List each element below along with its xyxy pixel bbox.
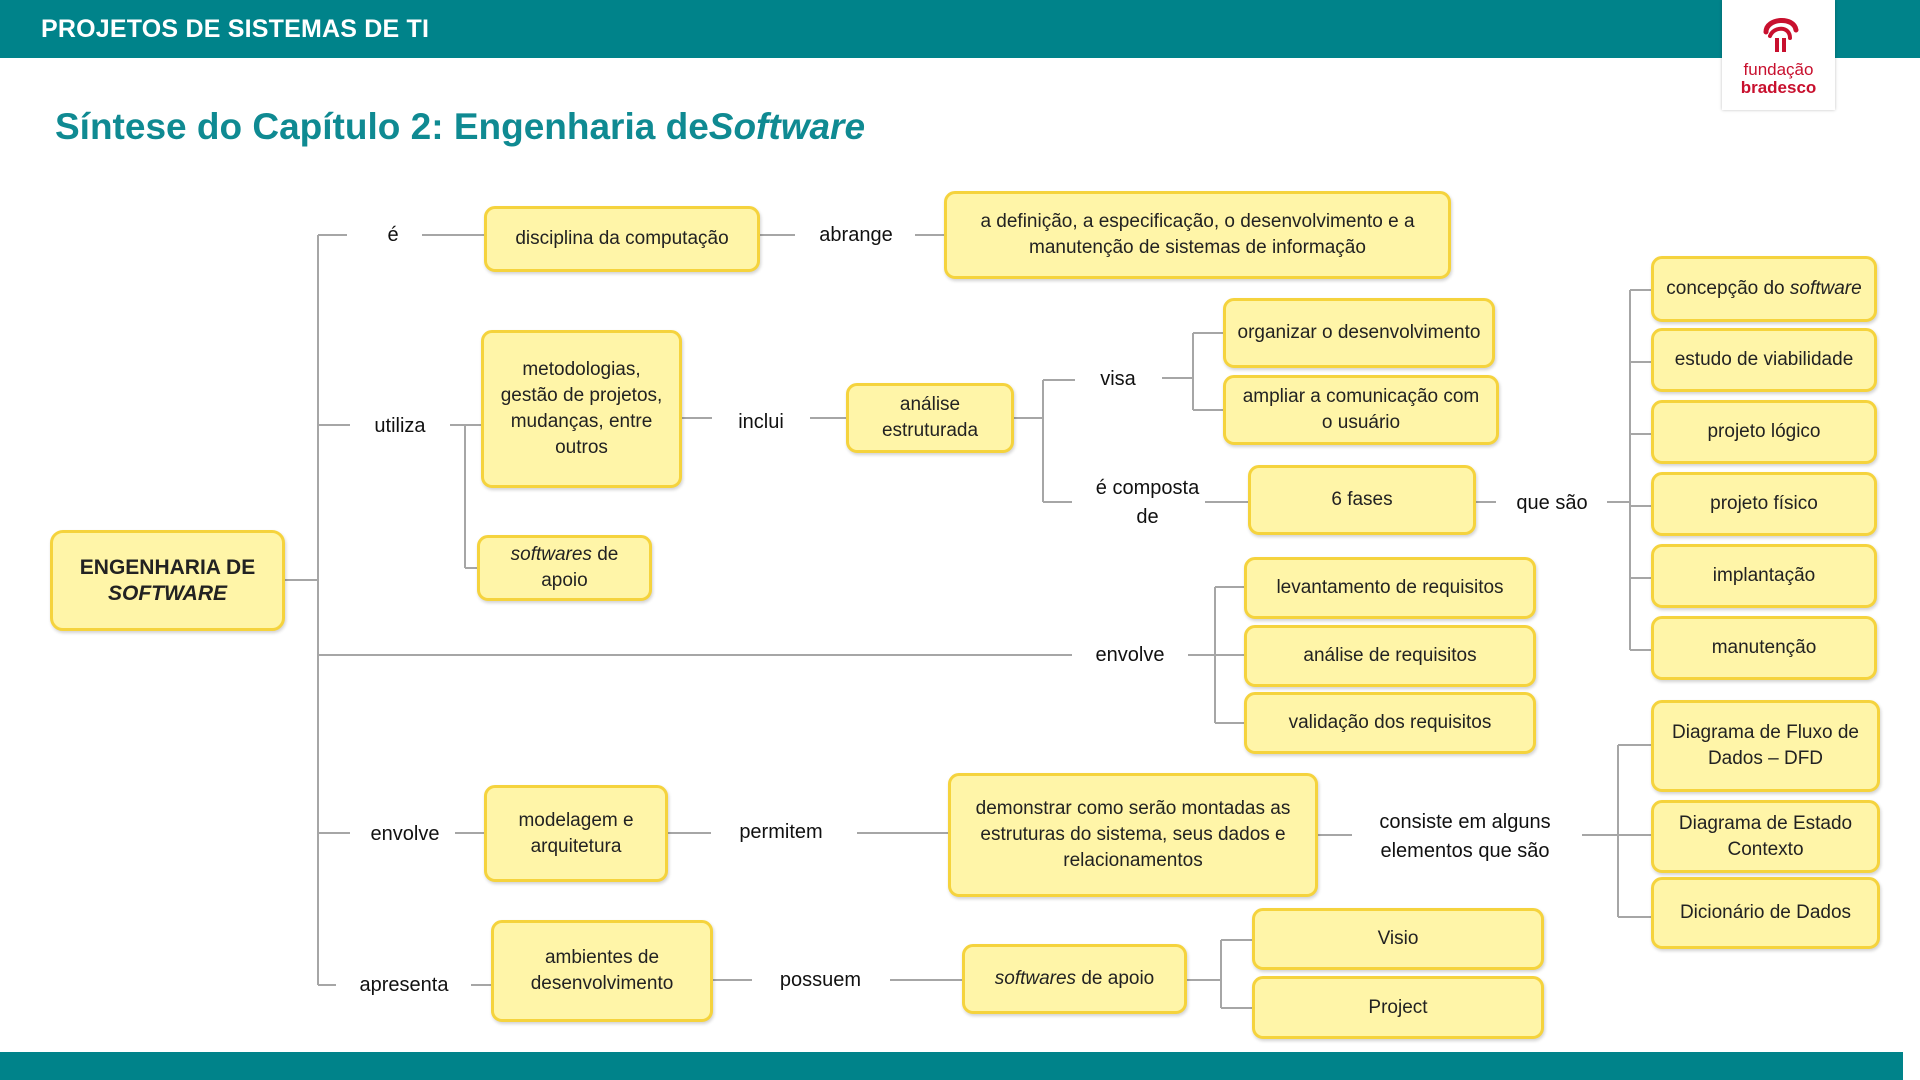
phase-1-text: concepção do (1666, 278, 1790, 299)
box-softwares-apoio-1-line-2: apoio (541, 570, 588, 591)
phase-implantacao: implantação (1651, 544, 1877, 608)
label-e-composta-line-2: de (1136, 506, 1159, 528)
box-dicionario-de-dados: Dicionário de Dados (1651, 877, 1880, 949)
root-line-1: ENGENHARIA DE (79, 555, 256, 579)
phase-1-em: software (1789, 278, 1862, 299)
phase-concepcao-do-software: concepção do software (1651, 256, 1877, 322)
header-band: PROJETOS DE SISTEMAS DE TI (0, 0, 1920, 58)
label-e-composta-de: é composta de (1076, 474, 1219, 532)
box-metodologias-line-4: outros (555, 437, 608, 458)
box-metodologias-line-2: gestão de projetos, (500, 385, 663, 406)
box-analise-line-1: análise (899, 394, 961, 415)
bradesco-tree-icon (1763, 18, 1799, 52)
page-title-emphasis: Software (708, 106, 866, 147)
label-e: é (387, 224, 399, 246)
label-possuem: possuem (779, 969, 862, 991)
box-dfd-line-2: Dados – DFD (1707, 748, 1824, 769)
footer-band (0, 1052, 1903, 1080)
logo-text-fundacao: fundação (1743, 60, 1814, 79)
box-softwares-apoio-1-em: softwares (510, 544, 592, 565)
box-project: Project (1252, 976, 1544, 1039)
root-line-2: SOFTWARE (108, 581, 227, 605)
box-analise-estruturada: análise estruturada (846, 383, 1014, 453)
phase-manutencao: manutenção (1651, 616, 1877, 680)
box-softwares-de-apoio-utiliza: softwares de apoio (477, 535, 652, 601)
header-title: PROJETOS DE SISTEMAS DE TI (41, 15, 430, 43)
label-envolve-modelagem: envolve (370, 823, 440, 845)
phase-projeto-fisico: projeto físico (1651, 472, 1877, 536)
box-metodologias-line-1: metodologias, (522, 359, 641, 380)
page-title-prefix: Síntese do Capítulo 2: Engenharia de (55, 106, 709, 147)
box-definicao-line-1: a definição, a especificação, o desenvol… (980, 211, 1415, 232)
box-disciplina-da-computacao: disciplina da computação (484, 206, 760, 272)
box-demonstrar-line-1: demonstrar como serão montadas as (975, 798, 1291, 819)
label-apresenta: apresenta (359, 974, 449, 996)
box-ambientes-line-1: ambientes de (544, 947, 660, 968)
label-consiste-em-alguns: consiste em alguns elementos que são (1355, 808, 1575, 866)
box-softwares-apoio-1-rest: de (591, 544, 619, 565)
label-consiste-line-1: consiste em alguns (1379, 811, 1551, 833)
box-softwares-de-apoio-ambientes: softwares de apoio (962, 944, 1187, 1014)
page-title: Síntese do Capítulo 2: Engenharia deSoft… (55, 106, 865, 148)
box-metodologias-line-3: mudanças, entre (510, 411, 653, 432)
box-diagrama-de-estado-contexto: Diagrama de Estado Contexto (1651, 800, 1880, 873)
root-node-engenharia-de-software: ENGENHARIA DE SOFTWARE (50, 530, 285, 631)
label-consiste-line-2: elementos que são (1380, 840, 1550, 862)
logo-text-bradesco: bradesco (1740, 78, 1817, 97)
box-dfd-line-1: Diagrama de Fluxo de (1672, 722, 1859, 743)
box-ambientes-line-2: desenvolvimento (530, 973, 674, 994)
label-permitem: permitem (739, 821, 823, 843)
box-modelagem-e-arquitetura: modelagem e arquitetura (484, 785, 668, 882)
fundacao-bradesco-logo: fundação bradesco (1722, 0, 1835, 110)
box-modelagem-line-2: arquitetura (530, 835, 622, 857)
box-definicao-especificacao: a definição, a especificação, o desenvol… (944, 191, 1451, 279)
box-ambientes-de-desenvolvimento: ambientes de desenvolvimento (491, 920, 713, 1022)
box-softwares-apoio-2-rest: de apoio (1076, 968, 1155, 989)
label-visa: visa (1100, 368, 1136, 390)
box-diagrama-de-fluxo-de-dados: Diagrama de Fluxo de Dados – DFD (1651, 700, 1880, 792)
label-e-composta-line-1: é composta (1095, 477, 1200, 499)
phase-estudo-de-viabilidade: estudo de viabilidade (1651, 328, 1877, 392)
box-validacao-dos-requisitos: validação dos requisitos (1244, 692, 1536, 754)
box-ampliar-line-2: o usuário (1321, 412, 1401, 433)
phase-projeto-logico: projeto lógico (1651, 400, 1877, 464)
box-demonstrar-line-3: relacionamentos (1063, 850, 1203, 871)
box-ampliar-line-1: ampliar a comunicação com (1242, 386, 1480, 407)
box-ampliar-comunicacao: ampliar a comunicação com o usuário (1223, 375, 1499, 445)
box-visio: Visio (1252, 908, 1544, 970)
box-definicao-line-2: manutenção de sistemas de informação (1029, 237, 1366, 258)
box-analise-de-requisitos: análise de requisitos (1244, 625, 1536, 687)
box-estado-line-2: Contexto (1727, 838, 1804, 860)
label-abrange: abrange (819, 224, 893, 246)
box-softwares-apoio-2-em: softwares (994, 968, 1077, 989)
box-organizar-desenvolvimento: organizar o desenvolvimento (1223, 298, 1495, 368)
box-estado-line-1: Diagrama de Estado (1678, 812, 1853, 834)
label-que-sao: que são (1516, 492, 1588, 514)
box-metodologias: metodologias, gestão de projetos, mudanç… (481, 330, 682, 488)
label-utiliza: utiliza (374, 415, 426, 437)
box-analise-line-2: estruturada (881, 420, 979, 441)
box-levantamento-de-requisitos: levantamento de requisitos (1244, 557, 1536, 619)
box-modelagem-line-1: modelagem e (518, 809, 634, 831)
box-demonstrar-line-2: estruturas do sistema, seus dados e (980, 824, 1286, 845)
box-demonstrar-estruturas: demonstrar como serão montadas as estrut… (948, 773, 1318, 897)
label-envolve-requisitos: envolve (1095, 644, 1165, 666)
label-inclui: inclui (738, 411, 784, 433)
box-6-fases: 6 fases (1248, 465, 1476, 535)
